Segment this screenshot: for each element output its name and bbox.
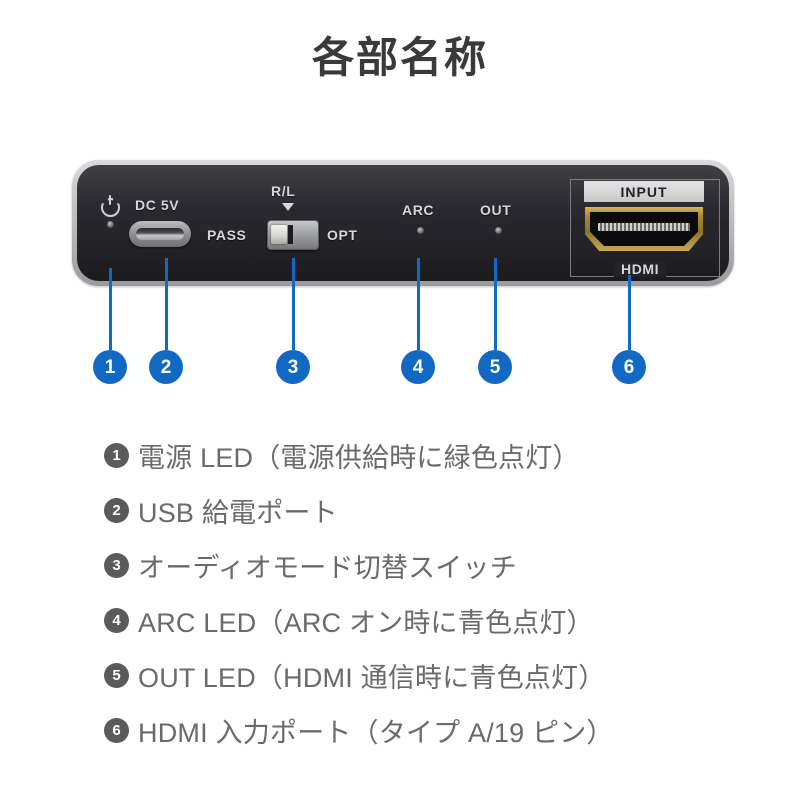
list-item: 2 USB 給電ポート (104, 483, 724, 538)
callout-marker-1[interactable]: 1 (93, 350, 127, 384)
list-item: 4 ARC LED（ARC オン時に青色点灯） (104, 593, 724, 648)
list-item-label: OUT LED（HDMI 通信時に青色点灯） (138, 663, 606, 693)
hdmi-input-label: INPUT (584, 181, 704, 202)
list-item: 6 HDMI 入力ポート（タイプ A/19 ピン） (104, 703, 724, 758)
opt-label: OPT (327, 227, 358, 243)
out-label: OUT (480, 202, 512, 218)
device-shell: DC 5V R/L PASS OPT ARC OUT INPUT HDMI (72, 160, 734, 286)
audio-mode-switch[interactable] (267, 220, 319, 250)
callout-marker-5[interactable]: 5 (478, 350, 512, 384)
list-item-number: 3 (104, 553, 129, 578)
legend-list: 1 電源 LED（電源供給時に緑色点灯） 2 USB 給電ポート 3 オーディオ… (104, 428, 724, 758)
power-led (107, 221, 114, 228)
leader-line-6 (628, 275, 631, 350)
device-illustration: DC 5V R/L PASS OPT ARC OUT INPUT HDMI (72, 160, 734, 286)
out-led (495, 227, 502, 234)
list-item-number: 1 (104, 443, 129, 468)
page-title: 各部名称 (311, 34, 488, 81)
device-front-panel: DC 5V R/L PASS OPT ARC OUT INPUT HDMI (77, 165, 729, 281)
list-item-number: 6 (104, 718, 129, 743)
list-item-label: 電源 LED（電源供給時に緑色点灯） (138, 443, 580, 473)
list-item-label: HDMI 入力ポート（タイプ A/19 ピン） (138, 718, 614, 748)
list-item: 5 OUT LED（HDMI 通信時に青色点灯） (104, 648, 724, 703)
leader-line-3 (292, 258, 295, 350)
callout-marker-2[interactable]: 2 (149, 350, 183, 384)
pass-label: PASS (207, 227, 247, 243)
hdmi-label: HDMI (614, 261, 667, 277)
power-stem (108, 195, 111, 205)
dc-label: DC 5V (135, 197, 180, 213)
callout-marker-3[interactable]: 3 (276, 350, 310, 384)
arc-label: ARC (402, 202, 435, 218)
list-item-number: 2 (104, 498, 129, 523)
rl-label: R/L (271, 183, 296, 199)
list-item-number: 5 (104, 663, 129, 688)
switch-nub[interactable] (271, 225, 293, 244)
arc-led (417, 227, 424, 234)
leader-line-4 (417, 258, 420, 350)
list-item-label: オーディオモード切替スイッチ (138, 553, 517, 583)
list-item-label: USB 給電ポート (138, 498, 338, 528)
callout-marker-4[interactable]: 4 (401, 350, 435, 384)
leader-line-1 (109, 268, 112, 350)
list-item-number: 4 (104, 608, 129, 633)
switch-arrow-icon (282, 203, 294, 211)
usb-c-port[interactable] (129, 221, 191, 247)
hdmi-input-port[interactable] (585, 207, 703, 251)
list-item-label: ARC LED（ARC オン時に青色点灯） (138, 608, 594, 638)
callout-marker-6[interactable]: 6 (612, 350, 646, 384)
leader-line-5 (494, 258, 497, 350)
power-ring (101, 198, 120, 217)
leader-line-2 (165, 258, 168, 350)
power-symbol-icon (101, 195, 120, 217)
list-item: 3 オーディオモード切替スイッチ (104, 538, 724, 593)
list-item: 1 電源 LED（電源供給時に緑色点灯） (104, 428, 724, 483)
